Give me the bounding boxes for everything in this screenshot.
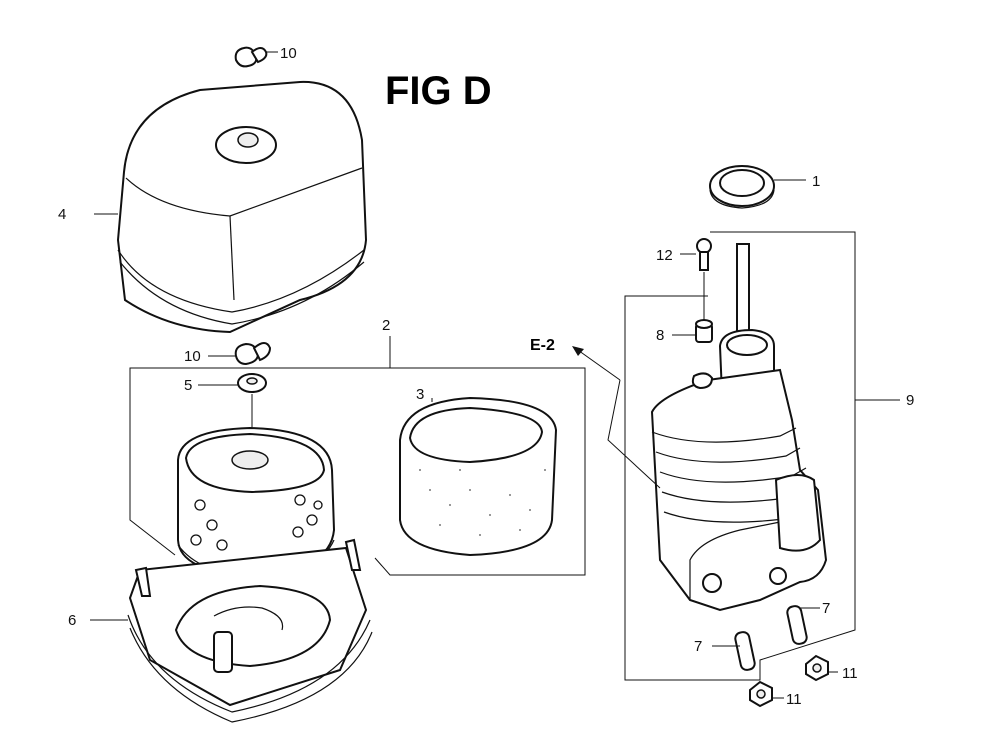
callout-7-upper: 7 [822,600,830,617]
reference-e2: E-2 [530,337,555,354]
dowel-pin-upper [786,605,808,645]
callout-3: 3 [416,386,424,403]
air-cleaner-base [127,538,373,723]
callout-1: 1 [812,173,820,190]
air-cleaner-cover [116,80,368,334]
callout-10-lower: 10 [184,348,201,365]
collar [695,319,713,343]
foam-element [399,396,558,557]
bolt [696,238,712,271]
callout-4: 4 [58,206,66,223]
grommet [237,373,267,393]
callout-11-right: 11 [842,665,858,682]
dowel-pin-lower [734,631,756,671]
callout-6: 6 [68,612,76,629]
nut-lower [749,680,773,708]
figure-title: FIG D [385,69,492,113]
assembly-bracket-right [624,231,856,681]
case-body [650,368,828,612]
callout-12: 12 [656,247,673,264]
nut-right [805,654,829,682]
assembly-bracket [129,336,586,576]
callout-8: 8 [656,327,664,344]
wing-nut-lower [234,342,272,366]
paper-element [177,426,336,579]
callout-7-lower: 7 [694,638,702,655]
callout-9: 9 [906,392,914,409]
oil-seal-ring [709,165,775,209]
callout-5: 5 [184,377,192,394]
wing-nut-top [234,46,278,68]
callout-10-top: 10 [280,45,297,62]
callout-2: 2 [382,317,390,334]
callout-11-lower: 11 [786,691,802,708]
